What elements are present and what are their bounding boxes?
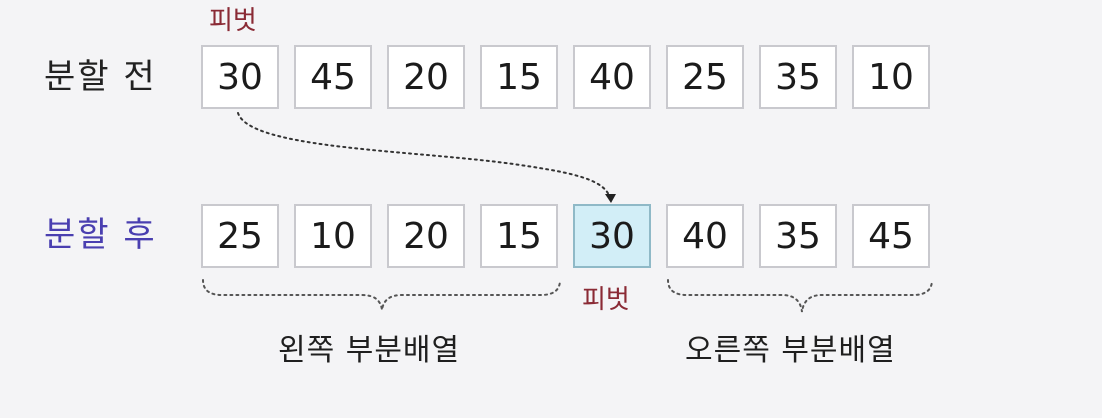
before-pivot-label: 피벗 <box>209 6 257 36</box>
after-row-label: 분할 후 <box>44 215 157 255</box>
after-pivot-label: 피벗 <box>582 285 630 315</box>
pivot-move-arrow <box>237 112 611 199</box>
left-brace <box>202 279 561 311</box>
before-cell: 10 <box>852 45 930 109</box>
before-cell: 20 <box>387 45 465 109</box>
after-pivot-cell: 30 <box>573 204 651 268</box>
before-cell: 30 <box>201 45 279 109</box>
before-cell: 15 <box>480 45 558 109</box>
after-cell: 10 <box>294 204 372 268</box>
right-brace <box>667 279 933 313</box>
after-cell: 20 <box>387 204 465 268</box>
before-cell: 45 <box>294 45 372 109</box>
after-cell: 15 <box>480 204 558 268</box>
after-cell: 45 <box>852 204 930 268</box>
before-cell: 25 <box>666 45 744 109</box>
left-subarray-label: 왼쪽 부분배열 <box>278 333 461 368</box>
right-subarray-label: 오른쪽 부분배열 <box>685 333 896 368</box>
after-cell: 35 <box>759 204 837 268</box>
after-cell: 25 <box>201 204 279 268</box>
after-cell: 40 <box>666 204 744 268</box>
before-cell: 40 <box>573 45 651 109</box>
before-row-label: 분할 전 <box>44 57 157 97</box>
before-cell: 35 <box>759 45 837 109</box>
arrow-head-icon <box>605 194 616 203</box>
